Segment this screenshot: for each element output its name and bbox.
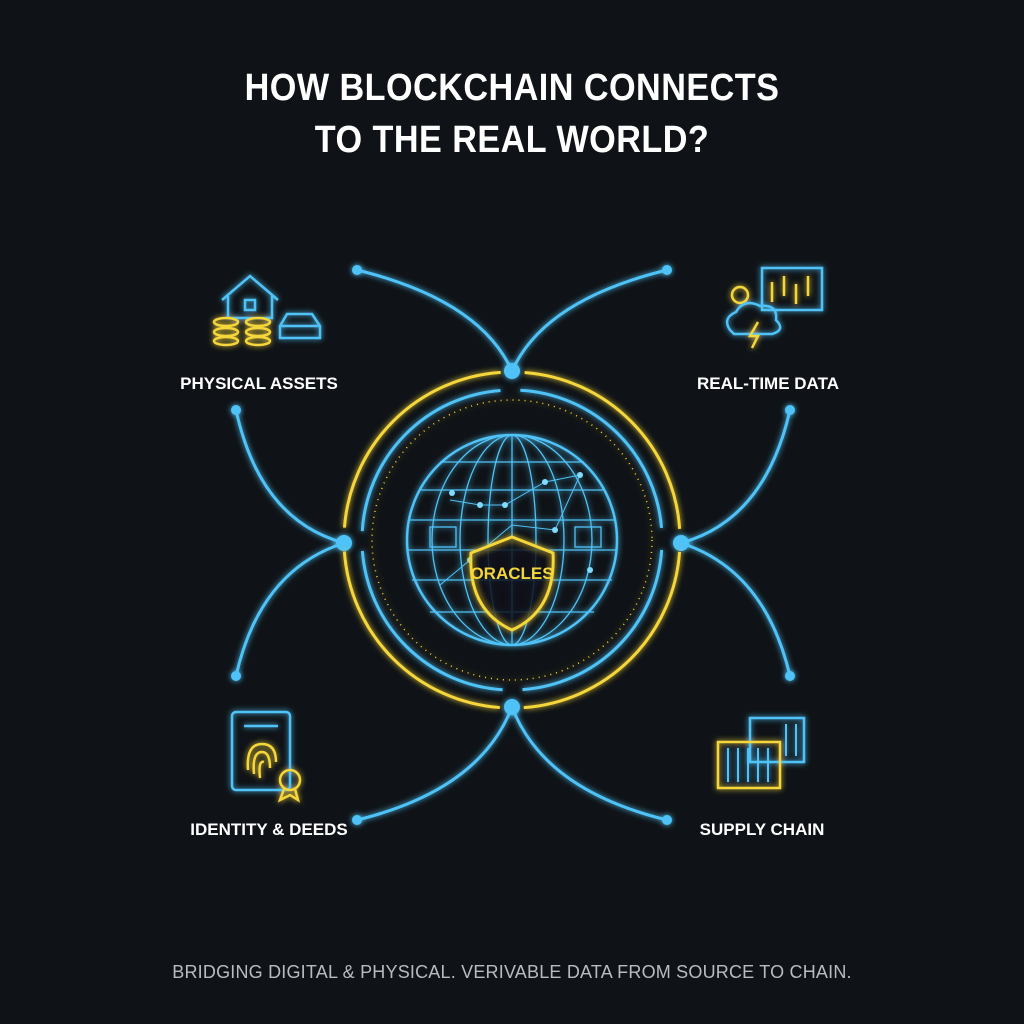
fingerprint-document-icon <box>230 710 302 803</box>
right-connector <box>675 409 792 677</box>
endpoint-dot <box>785 405 795 415</box>
oracles-label: ORACLES <box>470 564 554 583</box>
page-title: HOW BLOCKCHAIN CONNECTS TO THE REAL WORL… <box>244 67 780 161</box>
top-connector <box>356 268 668 375</box>
dotted-ring <box>371 399 653 681</box>
hub-node <box>336 535 352 551</box>
bottom-connector <box>356 702 668 822</box>
endpoint-dot <box>231 671 241 681</box>
left-connector <box>234 409 350 677</box>
footer-tagline: BRIDGING DIGITAL & PHYSICAL. VERIVABLE D… <box>172 962 852 982</box>
endpoint-dot <box>352 265 362 275</box>
weather-chart-icon <box>725 266 824 349</box>
shield-icon <box>469 535 555 632</box>
shipping-container-icon <box>716 716 806 790</box>
category-supply-chain: SUPPLY CHAIN <box>699 820 825 839</box>
endpoint-dot <box>785 671 795 681</box>
house-coins-car-icon <box>212 274 322 347</box>
hub-node <box>673 535 689 551</box>
endpoint-dot <box>662 815 672 825</box>
category-physical-assets: PHYSICAL ASSETS <box>180 374 338 393</box>
category-identity-deeds: IDENTITY & DEEDS <box>190 820 348 839</box>
hub-node <box>504 699 520 715</box>
endpoint-dot <box>231 405 241 415</box>
hub-node <box>504 363 520 379</box>
endpoint-dot <box>662 265 672 275</box>
category-real-time-data: REAL-TIME DATA <box>697 374 839 393</box>
endpoint-dot <box>352 815 362 825</box>
